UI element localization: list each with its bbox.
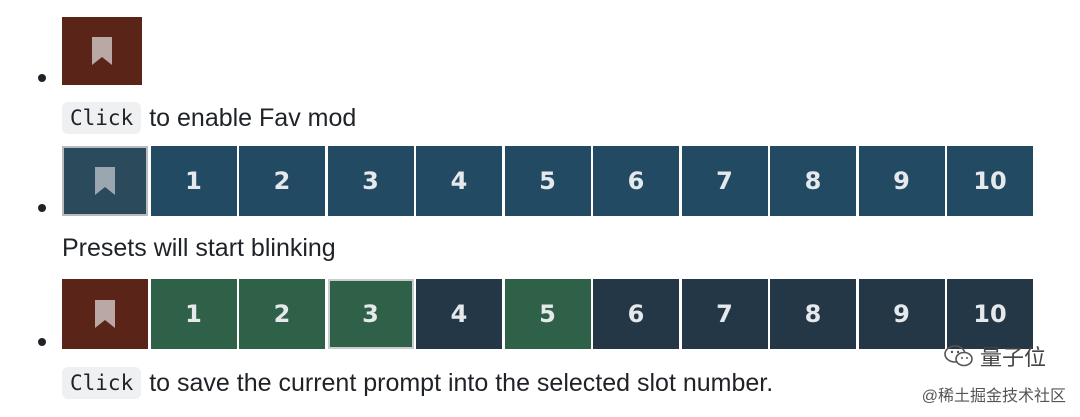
preset-slot-1[interactable]: 1 (150, 279, 237, 349)
preset-slot-4[interactable]: 4 (416, 146, 502, 216)
step1-text: to enable Fav mod (149, 104, 357, 132)
preset-slot-5[interactable]: 5 (504, 279, 591, 349)
fav-mode-button[interactable] (62, 17, 142, 85)
preset-slot-5[interactable]: 5 (504, 146, 591, 216)
preset-bar-blinking: 1 2 3 4 5 6 7 8 9 10 (62, 146, 1033, 216)
list-bullet (38, 204, 46, 212)
watermark-brand: 量子位 (944, 340, 1046, 372)
preset-slot-7[interactable]: 7 (681, 146, 768, 216)
preset-slot-10[interactable]: 10 (947, 279, 1033, 349)
preset-slot-9[interactable]: 9 (858, 279, 945, 349)
preset-slot-3-selected[interactable]: 3 (327, 279, 414, 349)
step3-caption: Click to save the current prompt into th… (62, 366, 773, 400)
click-key: Click (62, 102, 142, 134)
step2-caption: Presets will start blinking (62, 231, 336, 265)
preset-slot-2[interactable]: 2 (239, 279, 325, 349)
preset-slot-10[interactable]: 10 (947, 146, 1033, 216)
list-bullet (38, 338, 46, 346)
step3-text: to save the current prompt into the sele… (149, 369, 774, 397)
preset-slot-6[interactable]: 6 (593, 146, 679, 216)
preset-slot-2[interactable]: 2 (239, 146, 325, 216)
step1-caption: Click to enable Fav mod (62, 101, 356, 135)
preset-slot-7[interactable]: 7 (681, 279, 768, 349)
wechat-icon (944, 345, 973, 367)
preset-slot-1[interactable]: 1 (150, 146, 237, 216)
bookmark-icon (95, 300, 115, 328)
preset-slot-6[interactable]: 6 (593, 279, 679, 349)
preset-bar-saving: 1 2 3 4 5 6 7 8 9 10 (62, 279, 1033, 349)
preset-slot-8[interactable]: 8 (770, 279, 856, 349)
click-key: Click (62, 367, 142, 399)
bookmark-icon (92, 37, 112, 65)
watermark-credit: @稀土掘金技术社区 (921, 388, 1066, 405)
preset-slot-8[interactable]: 8 (770, 146, 856, 216)
fav-mode-button[interactable] (62, 146, 148, 216)
fav-mode-button[interactable] (62, 279, 148, 349)
list-bullet (38, 74, 46, 82)
watermark-name: 量子位 (979, 345, 1046, 370)
bookmark-icon (95, 167, 115, 195)
step2-text: Presets will start blinking (62, 234, 336, 262)
preset-slot-9[interactable]: 9 (858, 146, 945, 216)
preset-slot-4[interactable]: 4 (416, 279, 502, 349)
preset-slot-3[interactable]: 3 (327, 146, 414, 216)
